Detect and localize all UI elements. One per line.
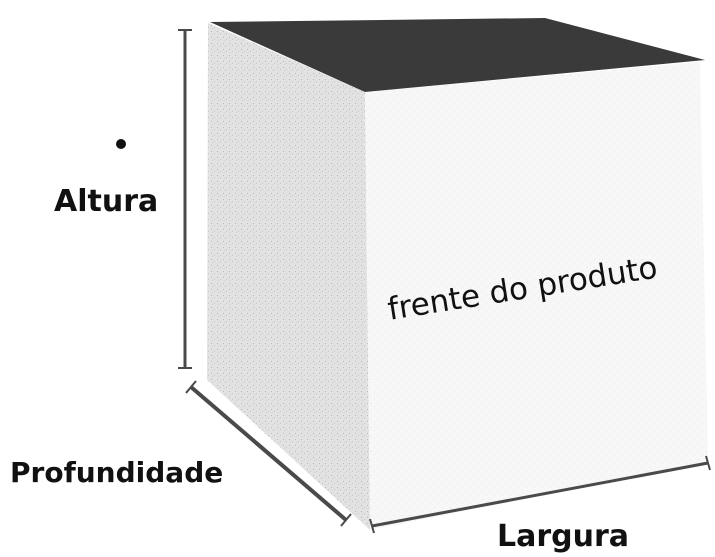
height-dimension-line [178,29,192,369]
height-label: Altura [54,184,159,219]
box-side-face [207,23,370,530]
depth-label: Profundidade [10,456,224,489]
box-front-face [365,62,708,530]
box-top-face [210,18,705,92]
width-dimension-line [369,455,711,534]
depth-dimension-line [185,380,352,527]
dot-marker [116,139,126,149]
width-label: Largura [497,519,630,554]
